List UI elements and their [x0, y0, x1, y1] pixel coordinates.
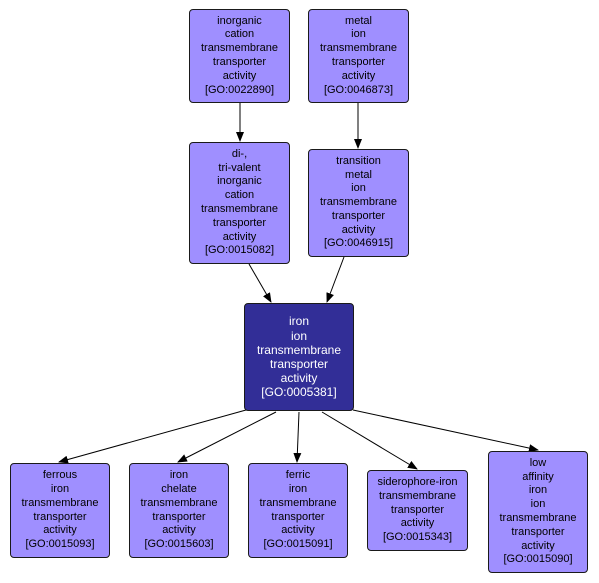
node-label-line: iron	[288, 314, 309, 329]
go-id-label: [GO:0015082]	[204, 244, 275, 257]
edge-0015082-to-0005381	[248, 263, 272, 303]
node-label-line: activity	[222, 69, 257, 82]
node-label-line: transmembrane	[21, 496, 99, 509]
node-label-line: transporter	[212, 56, 267, 68]
node-label-line: transporter	[331, 209, 386, 222]
node-label-line: metal	[345, 168, 372, 181]
node-label-line: tri-valent	[218, 161, 261, 174]
node-label-line: iron	[528, 484, 548, 497]
node-label-line: ferrous	[42, 469, 78, 482]
node-label-line: siderophore-iron	[377, 476, 458, 488]
node-label-line: low	[529, 456, 547, 469]
node-label-line: activity	[341, 223, 376, 236]
node-label-line: iron	[169, 469, 189, 482]
node-label-line: transmembrane	[200, 203, 279, 215]
node-label-line: di-,	[231, 147, 248, 160]
node-label-line: activity	[280, 371, 318, 386]
go-id-label: [GO:0015603]	[144, 538, 214, 551]
node-label-line: transmembrane	[499, 512, 577, 524]
node-label-line: activity	[281, 524, 315, 537]
node-label-line: transporter	[511, 525, 565, 538]
node-label-line: inorganic	[217, 175, 262, 188]
node-label-line: transporter	[390, 503, 445, 516]
node-label-line: ion	[351, 182, 366, 195]
node-label-line: transmembrane	[319, 42, 398, 55]
edge-0005381-to-0015343	[321, 411, 418, 470]
node-label-line: activity	[341, 69, 376, 82]
node-label-line: transmembrane	[140, 496, 218, 509]
node-label-line: ferric	[285, 469, 311, 482]
edge-0046915-to-0005381	[326, 256, 345, 303]
node-label-line: transporter	[269, 357, 329, 371]
node-label-line: transmembrane	[378, 489, 457, 502]
node-label-line: inorganic	[217, 14, 262, 27]
node-label-line: transition	[336, 154, 381, 167]
node-label-line: activity	[521, 539, 555, 552]
node-label-line: ion	[290, 328, 307, 343]
node-label-line: metal	[345, 14, 372, 27]
node-label-line: activity	[162, 524, 196, 537]
go-id-label: [GO:0015091]	[263, 538, 333, 551]
node-label-line: ion	[530, 498, 546, 511]
node-label-line: transmembrane	[319, 196, 398, 209]
node-label-line: transporter	[33, 510, 87, 523]
go-id-label: [GO:0046915]	[323, 237, 394, 250]
node-label-line: transporter	[331, 56, 386, 68]
edge-0005381-to-0015091	[293, 411, 302, 463]
go-id-label: [GO:0015090]	[503, 553, 573, 566]
go-id-label: [GO:0015093]	[25, 538, 95, 551]
go-id-label: [GO:0005381]	[261, 385, 337, 400]
node-label-line: ion	[351, 28, 366, 41]
node-label-line: activity	[400, 517, 435, 530]
node-label-line: transporter	[152, 510, 206, 523]
edge-0005381-to-0015093	[58, 409, 247, 464]
node-label-line: transporter	[271, 510, 325, 523]
node-label-line: iron	[288, 482, 308, 495]
go-id-label: [GO:0015343]	[382, 531, 453, 544]
node-label-line: transmembrane	[200, 42, 279, 55]
node-label-line: cation	[224, 28, 255, 41]
go-id-label: [GO:0046873]	[323, 83, 394, 96]
node-label-line: activity	[222, 230, 257, 243]
edge-0005381-to-0015603	[177, 411, 277, 463]
node-label-line: transporter	[212, 216, 267, 229]
node-label-line: transmembrane	[256, 342, 342, 357]
node-label-line: affinity	[522, 470, 554, 483]
node-label-line: transmembrane	[259, 496, 337, 509]
node-label-line: activity	[43, 524, 77, 537]
node-label-line: cation	[224, 189, 255, 202]
node-label-line: iron	[50, 482, 70, 495]
edge-0005381-to-0015090	[352, 409, 539, 453]
node-label-line: chelate	[161, 482, 197, 495]
go-id-label: [GO:0022890]	[204, 83, 275, 96]
